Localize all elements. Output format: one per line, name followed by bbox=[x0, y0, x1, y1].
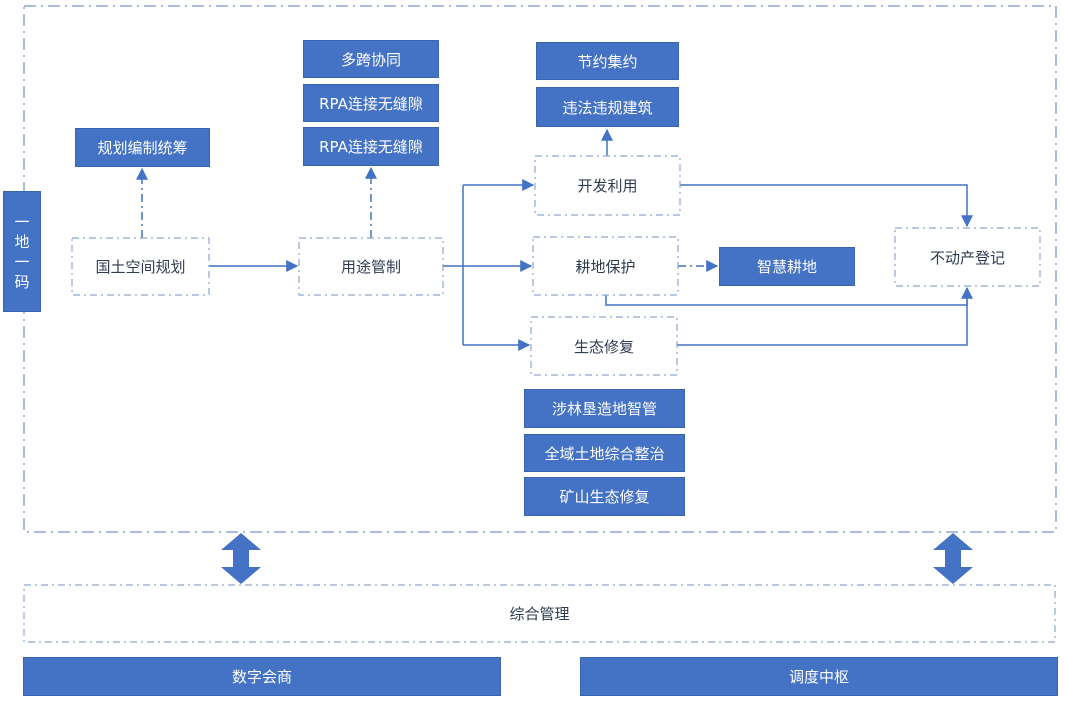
node-eco-restore: 生态修复 bbox=[573, 337, 634, 356]
node-multi-collab: 多跨协同 bbox=[303, 40, 439, 78]
node-spatial-planning: 国土空间规划 bbox=[95, 258, 186, 276]
double-arrow-left bbox=[221, 533, 261, 584]
node-mine-restore: 矿山生态修复 bbox=[524, 477, 685, 516]
node-real-estate: 不动产登记 bbox=[929, 248, 1005, 267]
node-illegal-building: 违法违规建筑 bbox=[536, 87, 679, 127]
double-arrow-right bbox=[933, 533, 973, 584]
one-land-one-code-label: 一 地 一 码 bbox=[3, 191, 41, 312]
node-saving: 节约集约 bbox=[536, 42, 679, 80]
arrow-farm-to-estate bbox=[605, 286, 973, 306]
outer-frame bbox=[23, 5, 1057, 533]
arrow-use-branch bbox=[443, 185, 464, 345]
arrow-dev-to-estate bbox=[680, 184, 973, 228]
node-use-control: 用途管制 bbox=[340, 258, 401, 276]
dispatch-center: 调度中枢 bbox=[580, 657, 1058, 696]
node-land-consolidation: 全域土地综合整治 bbox=[524, 434, 685, 472]
node-development: 开发利用 bbox=[577, 177, 638, 195]
integrated-management: 综合管理 bbox=[509, 605, 570, 623]
arrow-eco-to-estate bbox=[677, 300, 968, 346]
side-char: 地 bbox=[14, 232, 30, 251]
side-char: 码 bbox=[14, 272, 30, 291]
node-rpa-1: RPA连接无缝隙 bbox=[303, 84, 439, 122]
side-char: 一 bbox=[14, 252, 30, 271]
node-planning-compile: 规划编制统筹 bbox=[75, 128, 210, 167]
side-char: 一 bbox=[14, 212, 30, 231]
node-farmland-protect: 耕地保护 bbox=[575, 257, 636, 276]
node-rpa-2: RPA连接无缝隙 bbox=[303, 127, 439, 166]
node-forest-mgmt: 涉林垦造地智管 bbox=[524, 389, 685, 428]
node-smart-farmland: 智慧耕地 bbox=[719, 247, 855, 286]
digital-consultation: 数字会商 bbox=[23, 657, 501, 696]
